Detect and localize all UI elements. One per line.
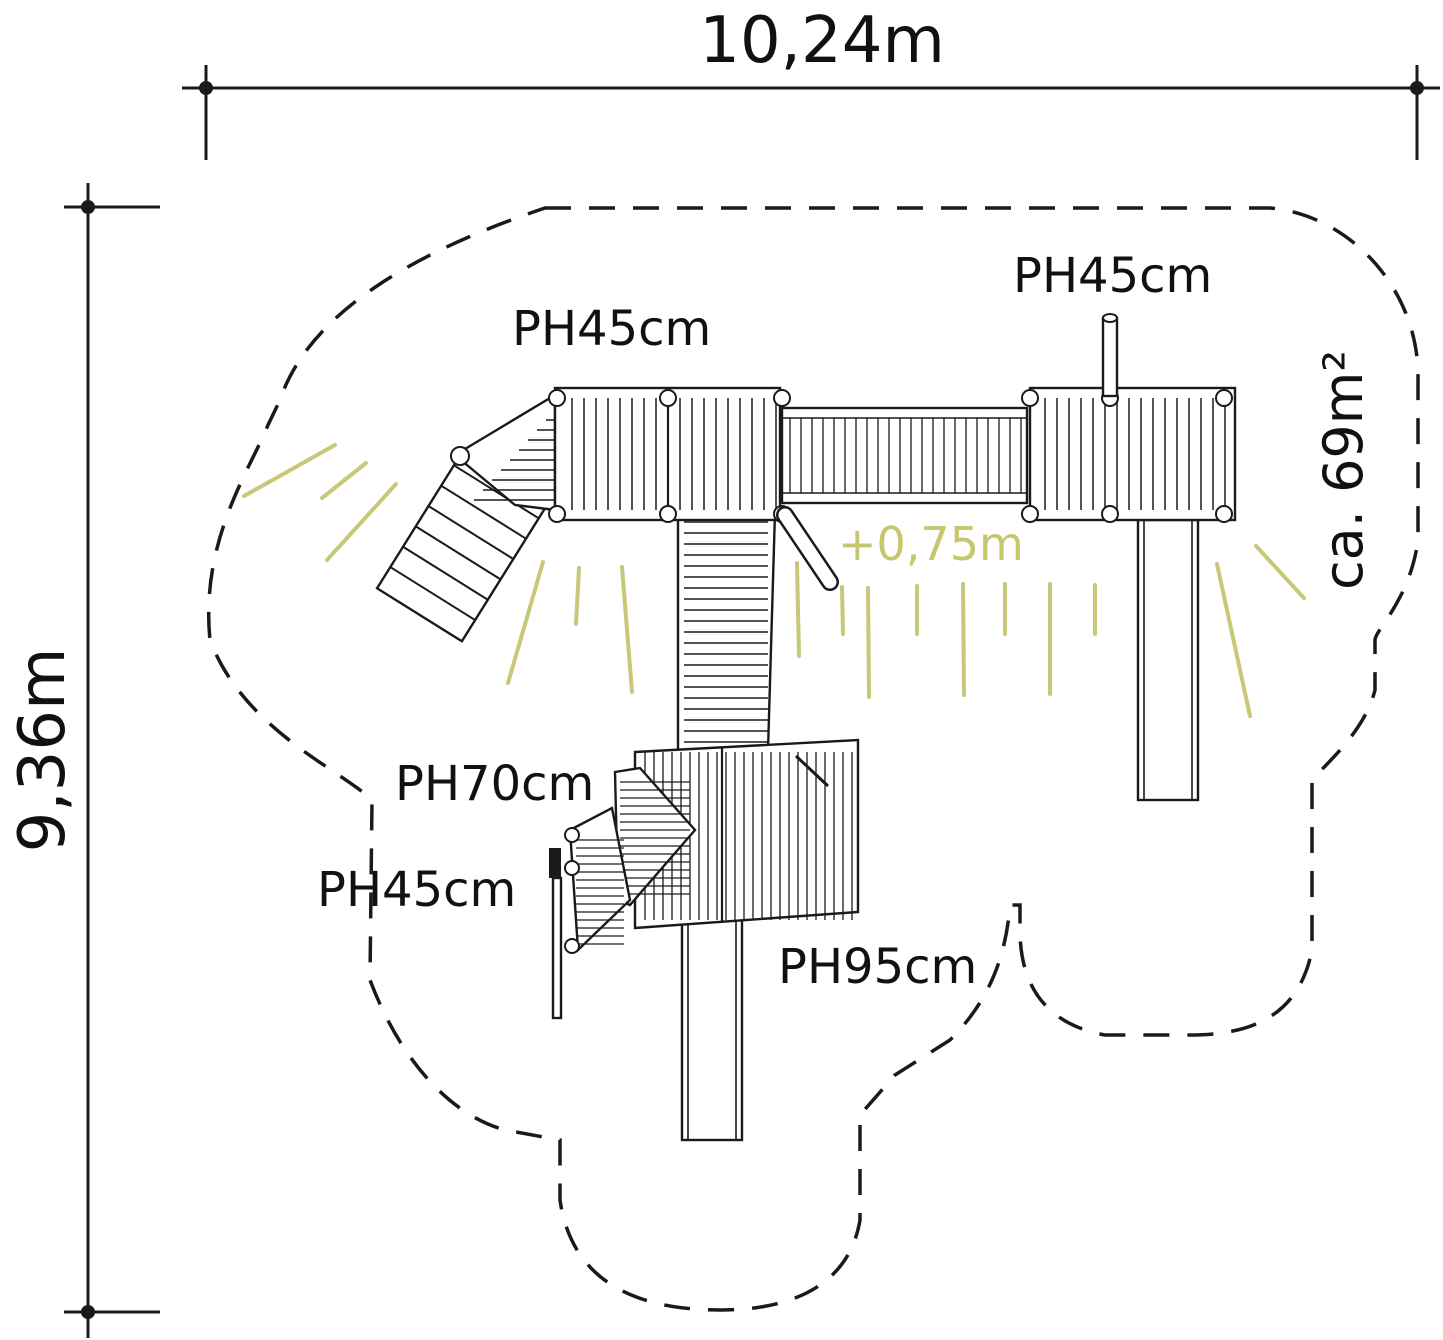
right-deck xyxy=(1021,313,1237,523)
width-dimension: 10,24m xyxy=(182,4,1440,160)
diagonal-pole xyxy=(776,506,839,591)
depth-label: 9,36m xyxy=(6,648,80,853)
safety-zone-outline xyxy=(207,206,1420,1312)
ph-label-mid-landing: PH70cm xyxy=(395,756,594,812)
mid-landing xyxy=(613,766,697,907)
ph-label-left-deck: PH45cm xyxy=(512,301,711,357)
right-slide xyxy=(1136,518,1200,802)
central-ramp xyxy=(676,510,777,752)
ph-label-lower-step: PH45cm xyxy=(317,862,516,918)
depth-dimension: 9,36m xyxy=(6,183,160,1338)
lower-step xyxy=(549,806,632,1020)
ph-label-main-deck: PH95cm xyxy=(778,939,977,995)
main-deck xyxy=(633,738,860,930)
width-label: 10,24m xyxy=(699,4,945,78)
fall-zone-hatching xyxy=(242,443,1306,718)
left-deck xyxy=(548,386,791,523)
bridge xyxy=(780,406,1029,505)
area-label: ca. 69m² xyxy=(1312,350,1375,590)
ph-label-right-tower: PH45cm xyxy=(1013,248,1212,304)
lower-slide xyxy=(680,918,744,1142)
elevation-label: +0,75m xyxy=(838,517,1024,571)
